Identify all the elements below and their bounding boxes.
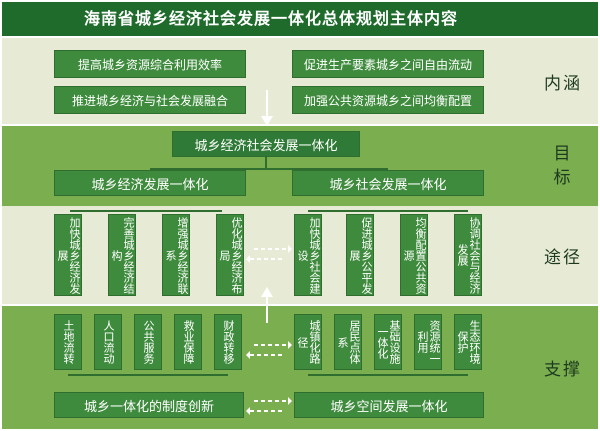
path-econ-connector — [70, 210, 222, 212]
goal-connector-h — [150, 168, 388, 170]
content-box-3: 推进城乡经济与社会发展融合 — [54, 86, 246, 114]
support-soc-1: 城镇化路径 — [294, 314, 322, 370]
support-soc-3: 基础设施一体化 — [374, 314, 402, 370]
support-econ-2: 人口流动 — [94, 314, 122, 370]
label-support: 支撑 — [544, 360, 582, 380]
path-soc-connector — [308, 210, 468, 212]
path-econ-2: 完善城乡经济结构 — [108, 214, 136, 296]
label-goal-text: 目标 — [553, 144, 573, 188]
path-soc-2: 促进城乡公平发展 — [346, 214, 374, 296]
support-soc-2: 居民点体系 — [334, 314, 362, 370]
arrow-down-icon — [261, 116, 273, 126]
support-econ-3: 公共服务 — [134, 314, 162, 370]
support-soc-5: 生态环境保护 — [454, 314, 482, 370]
support-econ-4: 救业保障 — [174, 314, 202, 370]
path-econ-1: 加快城乡经济发展 — [54, 214, 82, 296]
support-econ-1: 土地流转 — [54, 314, 82, 370]
support-spatial-box: 城乡空间发展一体化 — [294, 392, 484, 418]
path-soc-3: 均衡配置公共资源 — [400, 214, 428, 296]
support-econ-connector — [68, 374, 228, 376]
arrow-up-icon — [261, 287, 273, 297]
content-box-1: 提高城乡资源综合利用效率 — [54, 50, 246, 78]
support-exchange-arrows-icon — [246, 341, 292, 359]
path-exchange-arrows-icon — [246, 245, 292, 263]
arrow-shaft-down — [266, 90, 268, 116]
arrow-shaft-up — [266, 297, 268, 323]
goal-society-box: 城乡社会发展一体化 — [292, 170, 484, 196]
goal-main-box: 城乡经济社会发展一体化 — [172, 131, 360, 157]
path-soc-1: 加快城乡社会建设 — [294, 214, 322, 296]
support-soc-4: 资源统一利用 — [414, 314, 442, 370]
support-econ-5: 财政转移 — [214, 314, 242, 370]
goal-economy-box: 城乡经济发展一体化 — [54, 170, 246, 196]
support-institution-box: 城乡一体化的制度创新 — [54, 392, 244, 418]
content-box-4: 加强公共资源城乡之间均衡配置 — [292, 86, 484, 114]
path-soc-4: 协调社会与经济发展 — [454, 214, 482, 296]
path-econ-3: 增强城乡经济联系 — [162, 214, 190, 296]
content-box-2: 促进生产要素城乡之间自由流动 — [292, 50, 484, 78]
page-title: 海南省城乡经济社会发展一体化总体规划主体内容 — [2, 2, 598, 36]
label-content: 内涵 — [544, 73, 582, 94]
label-path: 途径 — [544, 247, 582, 268]
support-soc-connector — [308, 374, 468, 376]
label-goal: 目标 — [528, 126, 598, 206]
path-econ-4: 优化城乡经济布局 — [216, 214, 244, 296]
goal-connector — [265, 157, 267, 169]
support-bottom-exchange-arrows-icon — [246, 397, 292, 415]
